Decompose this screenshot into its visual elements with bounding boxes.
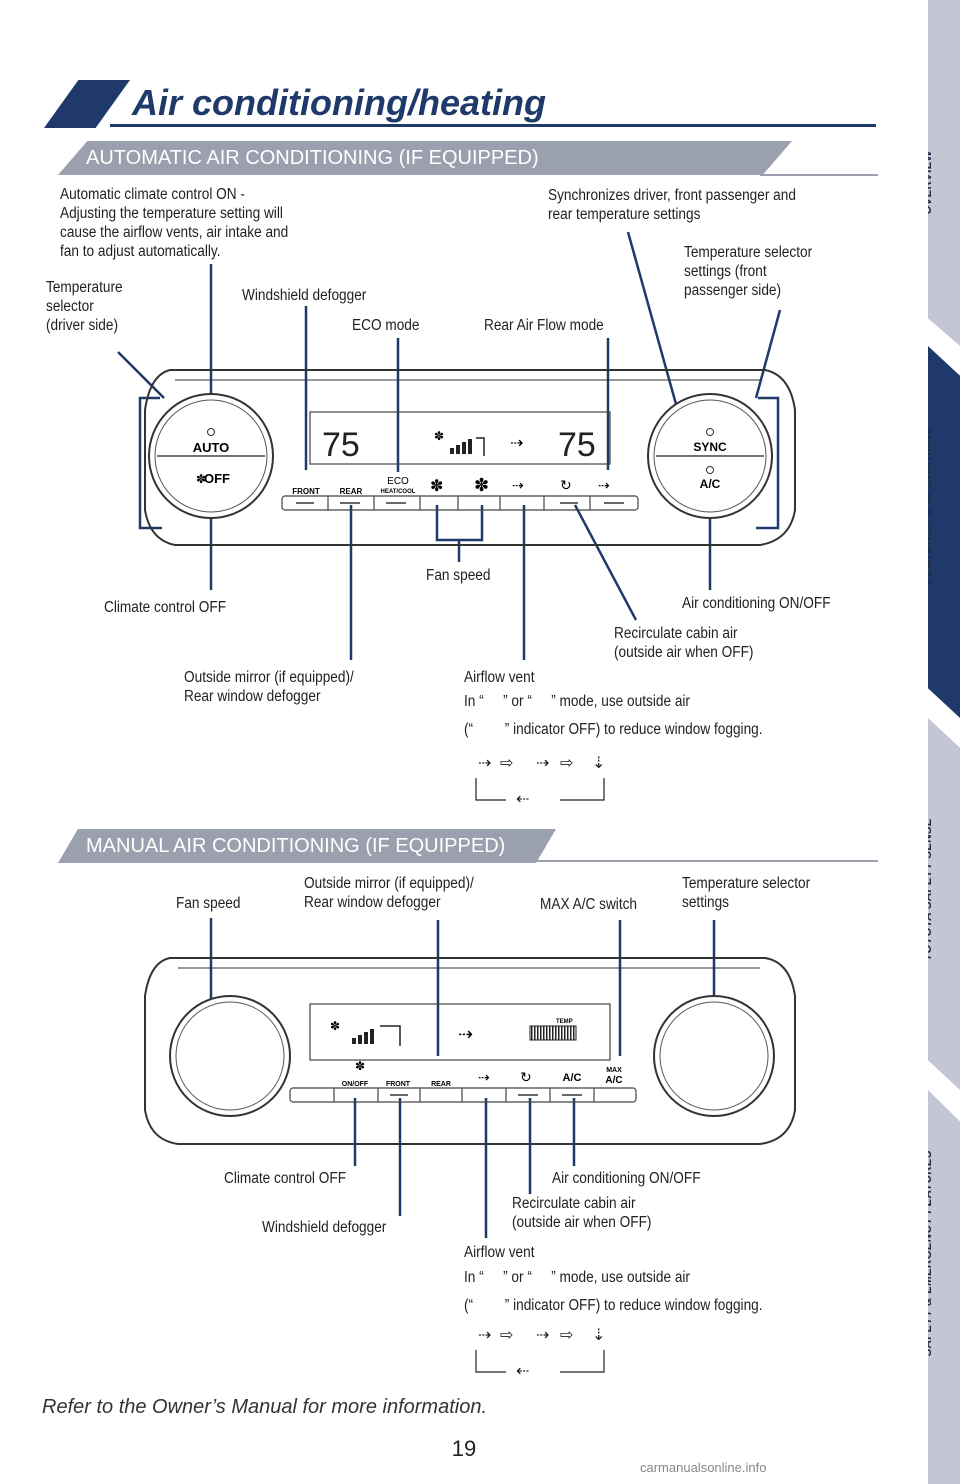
svg-text:⇨: ⇨	[500, 755, 513, 772]
svg-text:⇢: ⇢	[478, 1327, 491, 1344]
off-button[interactable]: OFF	[204, 471, 230, 486]
windshield-label: Windshield defogger	[242, 287, 367, 304]
page-title: Air conditioning/heating	[132, 82, 546, 123]
m-max-ac-label: MAX A/C switch	[540, 896, 638, 913]
svg-text:⇢: ⇢	[536, 755, 549, 772]
rear-air-label: Rear Air Flow mode	[484, 317, 604, 334]
tab-overview[interactable]: OVERVIEW	[928, 0, 960, 346]
temp-driver-label: Temperature selector (driver side)	[46, 279, 123, 334]
right-temp-display: 75	[558, 426, 596, 464]
left-temp-display: 75	[322, 426, 360, 464]
fan-up-icon[interactable]: ✽	[474, 475, 489, 495]
m-recirc-button-icon[interactable]: ↻	[520, 1069, 532, 1085]
climate-off-label: Climate control OFF	[104, 599, 227, 616]
svg-text:⇨: ⇨	[500, 1327, 513, 1344]
vent-display-icon: ⇢	[510, 435, 523, 452]
rear-air-icon[interactable]: ⇢	[598, 477, 610, 493]
m-rear-defog-button[interactable]: REAR	[431, 1081, 451, 1088]
m-mode-icon[interactable]: ⇢	[478, 1069, 490, 1085]
m-fan-display-icon: ✽	[330, 1019, 340, 1033]
page-number: 19	[451, 1436, 477, 1461]
m-max-ac-button[interactable]: A/C	[605, 1075, 622, 1086]
m-airflow-line1: In “” or “” mode, use outside air	[464, 1269, 690, 1286]
recirc-button-icon[interactable]: ↻	[560, 477, 572, 493]
recirc-label: Recirculate cabin air (outside air when …	[614, 625, 754, 661]
airflow-sequence: ⇢ ⇨ ⇢ ⇨ ⇣ ⇠	[478, 755, 605, 808]
m-fan-level-indicator	[352, 1029, 374, 1044]
side-tabs: OVERVIEW FEATURES & OPERATIONS TOYOTA SA…	[928, 0, 960, 1484]
svg-text:⇣: ⇣	[592, 755, 605, 772]
fan-level-indicator	[450, 439, 472, 454]
fan-speed-label: Fan speed	[426, 567, 491, 584]
mode-icon[interactable]: ⇢	[512, 477, 524, 493]
eco-button[interactable]: ECO	[387, 476, 409, 487]
sync-label: Synchronizes driver, front passenger and…	[548, 187, 796, 223]
m-climate-off-label: Climate control OFF	[224, 1170, 347, 1187]
m-windshield-label: Windshield defogger	[262, 1219, 387, 1236]
m-recirc-label: Recirculate cabin air (outside air when …	[512, 1195, 652, 1231]
m-ac-onoff-label: Air conditioning ON/OFF	[552, 1170, 701, 1187]
fan-icon: ✽	[196, 472, 206, 486]
ac-button[interactable]: A/C	[700, 477, 721, 491]
tab-features-operations[interactable]: FEATURES & OPERATIONS	[928, 346, 960, 718]
header-rule	[110, 124, 876, 127]
svg-text:⇣: ⇣	[592, 1327, 605, 1344]
fan-down-icon[interactable]: ✽	[430, 478, 443, 495]
m-temp-sel-label: Temperature selector settings	[682, 875, 811, 911]
footer-note: Refer to the Owner’s Manual for more inf…	[42, 1396, 488, 1418]
airflow-title: Airflow vent	[464, 669, 535, 686]
svg-text:⇠: ⇠	[516, 791, 529, 808]
mirror-label: Outside mirror (if equipped)/ Rear windo…	[184, 669, 354, 705]
ac-onoff-label: Air conditioning ON/OFF	[682, 595, 831, 612]
rear-defog-button[interactable]: REAR	[340, 487, 363, 496]
m-fan-icon: ✽	[355, 1059, 365, 1073]
airflow-line2: (“” indicator OFF) to reduce window fogg…	[464, 721, 763, 738]
watermark: carmanualsonline.info	[640, 1460, 767, 1475]
front-defog-button[interactable]: FRONT	[292, 487, 320, 496]
eco-label: ECO mode	[352, 317, 420, 334]
auto-on-label: Automatic climate control ON - Adjusting…	[60, 186, 289, 260]
m-mirror-label: Outside mirror (if equipped)/ Rear windo…	[304, 875, 474, 911]
section-automatic-rule	[760, 174, 878, 176]
m-fan-speed-label: Fan speed	[176, 895, 241, 912]
tab-toyota-safety-sense[interactable]: TOYOTA SAFETY SENSE	[928, 718, 960, 1090]
fan-display-icon: ✽	[434, 429, 444, 443]
svg-text:⇠: ⇠	[516, 1363, 529, 1380]
manual-panel-diagram: ✽ ⇢ TEMP ✽ ON/OFF FRONT REAR ⇢ ↻ A/C MAX…	[144, 918, 796, 1380]
temp-pass-label: Temperature selector settings (front pas…	[684, 244, 813, 299]
svg-text:⇢: ⇢	[536, 1327, 549, 1344]
m-vent-display-icon: ⇢	[458, 1024, 473, 1044]
m-front-defog-button[interactable]: FRONT	[386, 1081, 411, 1088]
section-automatic-title: AUTOMATIC AIR CONDITIONING (IF EQUIPPED)	[58, 141, 792, 175]
m-ac-button[interactable]: A/C	[563, 1072, 582, 1084]
m-airflow-title: Airflow vent	[464, 1244, 535, 1261]
section-manual-rule	[524, 860, 878, 862]
auto-panel-diagram: AUTO OFF ✽ SYNC A/C 75 75 ✽ ⇢ FRONT REAR…	[117, 231, 796, 808]
m-airflow-line2: (“” indicator OFF) to reduce window fogg…	[464, 1297, 763, 1314]
tab-safety-emergency[interactable]: SAFETY & EMERGENCY FEATURES	[928, 1090, 960, 1484]
sync-button[interactable]: SYNC	[693, 440, 727, 454]
m-temp-display-label: TEMP	[556, 1019, 573, 1025]
m-onoff-button[interactable]: ON/OFF	[342, 1081, 369, 1088]
svg-text:⇢: ⇢	[478, 755, 491, 772]
m-airflow-sequence: ⇢ ⇨ ⇢ ⇨ ⇣ ⇠	[478, 1327, 605, 1380]
heatcool-label: HEAT/COOL	[381, 489, 416, 495]
svg-text:⇨: ⇨	[560, 755, 573, 772]
airflow-line1: In “” or “” mode, use outside air	[464, 693, 690, 710]
svg-text:⇨: ⇨	[560, 1327, 573, 1344]
section-manual-title: MANUAL AIR CONDITIONING (IF EQUIPPED)	[58, 829, 556, 863]
auto-button[interactable]: AUTO	[193, 440, 230, 455]
m-max-label: MAX	[606, 1067, 622, 1074]
